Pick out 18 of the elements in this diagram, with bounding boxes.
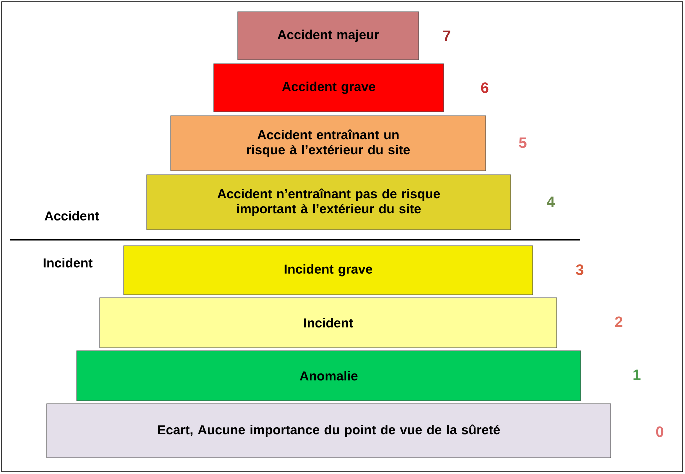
level-box: Anomalie [76,350,582,402]
level-number: 5 [519,138,527,148]
level-box: Accident majeur [238,12,420,60]
level-number: 1 [634,370,641,380]
level-box: Accident n’entraînant pas de risque important à l’extérieur du site [146,174,512,230]
level-number: 2 [615,316,623,328]
level-number: 0 [656,426,664,438]
level-box: Accident entraînant un risque à l’extérieur du site [170,116,486,172]
section-label: Incident [44,258,93,268]
level-number: 6 [481,82,489,94]
level-box: Incident [100,298,558,348]
level-box: Ecart, Aucune importance du point de vue de la sûreté [46,404,612,458]
level-box: Accident grave [214,64,444,112]
level-box: Incident grave [124,246,534,296]
level-number: 4 [547,196,556,208]
level-number: 3 [576,264,584,276]
level-number: 7 [443,30,451,42]
section-label: Accident [44,211,100,221]
